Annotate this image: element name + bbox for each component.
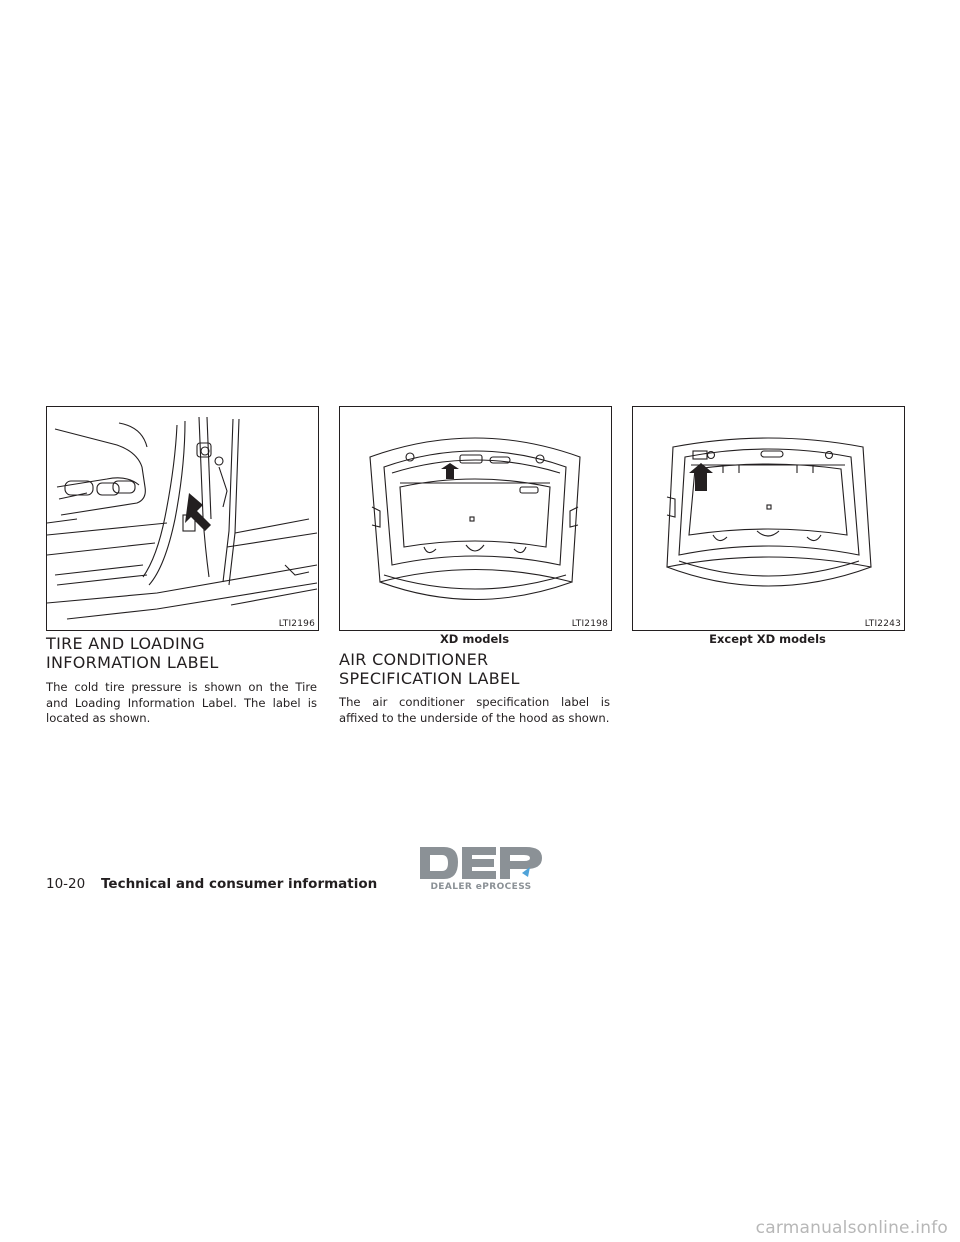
figure-caption-except-xd: Except XD models bbox=[709, 632, 826, 646]
dep-logo-mark bbox=[420, 847, 542, 879]
figure-caption-xd: XD models bbox=[439, 632, 510, 646]
figure-tire-label: LTI2196 bbox=[46, 406, 319, 631]
figure-except-xd-hood: LTI2243 bbox=[632, 406, 905, 631]
arrow-icon bbox=[689, 463, 713, 491]
watermark: carmanualsonline.info bbox=[755, 1218, 948, 1238]
arrow-icon bbox=[441, 463, 459, 479]
section-title: Technical and consumer information bbox=[101, 876, 378, 892]
figure-xd-hood: LTI2198 bbox=[339, 406, 612, 631]
tire-label-body: The cold tire pressure is shown on the T… bbox=[46, 680, 317, 726]
figure-code: LTI2198 bbox=[571, 619, 608, 629]
tire-label-heading: TIRE AND LOADING INFORMATION LABEL bbox=[46, 634, 219, 672]
page-number: 10-20 bbox=[46, 876, 86, 892]
figure-code: LTI2243 bbox=[864, 619, 901, 629]
ac-label-body: The air conditioner specification label … bbox=[339, 695, 610, 725]
dealer-eprocess-logo: DEALER ePROCESS bbox=[418, 845, 544, 895]
arrow-icon bbox=[185, 493, 211, 531]
hood-underside-illustration bbox=[369, 437, 581, 600]
logo-tagline: DEALER ePROCESS bbox=[430, 882, 532, 892]
figure-code: LTI2196 bbox=[278, 619, 315, 629]
ac-label-heading: AIR CONDITIONER SPECIFICATION LABEL bbox=[339, 650, 520, 688]
door-pillar-illustration bbox=[47, 416, 318, 620]
hood-underside-illustration bbox=[666, 437, 872, 587]
